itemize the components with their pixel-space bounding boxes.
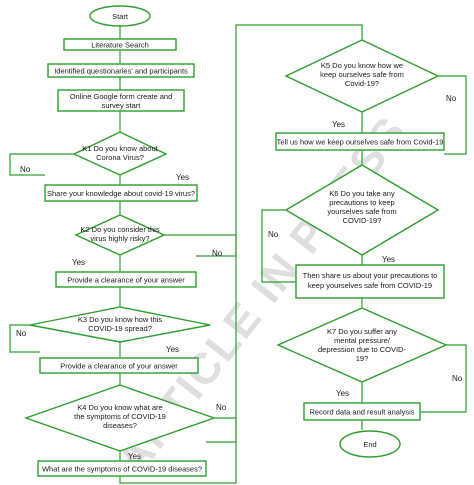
google-form-label-1: Online Google form create and [70,92,173,101]
k7-no-label: No [452,374,463,383]
k5-decision [284,39,440,113]
k7-label-1: K7 Do you suffer any [327,327,397,336]
k1-label-2: Corona Virus? [96,153,144,162]
k1-yes-label: Yes [176,173,189,182]
connectors [9,24,467,484]
k3-label-1: K3 Do you know how this [78,315,162,324]
share-knowledge-label: Share your knowledge about covid-19 viru… [47,189,195,198]
k3-decision [29,306,211,343]
k5-yes-label: Yes [332,120,345,129]
k2-decision [74,214,166,256]
k5-label-3: Covid-19? [345,79,379,88]
k5-label-1: K5 Do you know how we [321,61,403,70]
k6-label-4: COVID-19? [343,216,382,225]
k4-label-2: the symptoms of COVID-19 [74,412,166,421]
share-precautions-box [295,264,445,299]
k4-no-label: No [216,403,227,412]
start-label: Start [112,12,129,21]
start-node [89,5,151,27]
share-precautions-label-2: keep yourselves safe from COVID-19 [308,281,432,290]
k5-label-2: keep ourselves safe from [320,70,404,79]
k6-label-2: precautions to keep [329,198,394,207]
clearance-box-2 [39,357,199,374]
k7-decision [276,307,448,383]
k3-yes-label: Yes [166,345,179,354]
clearance-label-1: Provide a clearance of your answer [67,276,185,285]
google-form-box [57,89,185,112]
k1-decision [72,131,168,176]
k7-label-4: 19? [356,354,369,363]
k3-no-label: No [16,329,27,338]
k6-no-label: No [268,230,279,239]
identified-label: Identified questionaries' and participan… [54,67,188,76]
literature-search-box [63,38,177,51]
record-data-box [303,402,421,421]
symptoms-label: What are the symptoms of COVID-19 diseas… [42,465,202,474]
k6-decision [284,164,440,256]
record-data-label: Record data and result analysis [309,408,414,417]
google-form-label-2: survey start [102,101,142,110]
end-node [339,430,401,458]
share-knowledge-box [44,184,198,202]
k3-label-2: COVID-19 spread? [88,324,152,333]
k2-yes-label: Yes [72,258,85,267]
clearance-label-2: Provide a clearance of your answer [60,362,178,371]
k2-label-1: K2 Do you consider this [80,225,159,234]
tell-us-box [275,132,445,151]
k6-yes-label: Yes [382,255,395,264]
k2-label-2: virus highly risky? [90,234,149,243]
k5-no-label: No [446,94,457,103]
clearance-box-1 [55,271,197,288]
k2-no-label: No [212,249,223,258]
k7-yes-label: Yes [336,389,349,398]
k4-label-3: diseases? [103,421,137,430]
k4-label-1: K4 Do you know what are [77,403,162,412]
identified-box [47,63,195,78]
share-precautions-label-1: Then share us about your precautions to [303,271,438,280]
k7-label-3: depression due to COVID- [318,345,406,354]
k6-label-3: yourselves safe from [327,207,396,216]
literature-search-label: Literature Search [91,41,149,50]
symptoms-box [37,460,207,477]
end-label: End [363,440,376,449]
k6-label-1: K6 Do you take any [329,189,395,198]
tell-us-label: Tell us how we keep ourselves safe from … [277,138,444,147]
k4-decision [23,384,217,452]
k1-label-1: K1 Do you know about [82,144,158,153]
k1-no-label: No [20,165,31,174]
k4-yes-label: Yes [128,452,141,461]
k7-label-2: mental pressure/ [334,336,391,345]
